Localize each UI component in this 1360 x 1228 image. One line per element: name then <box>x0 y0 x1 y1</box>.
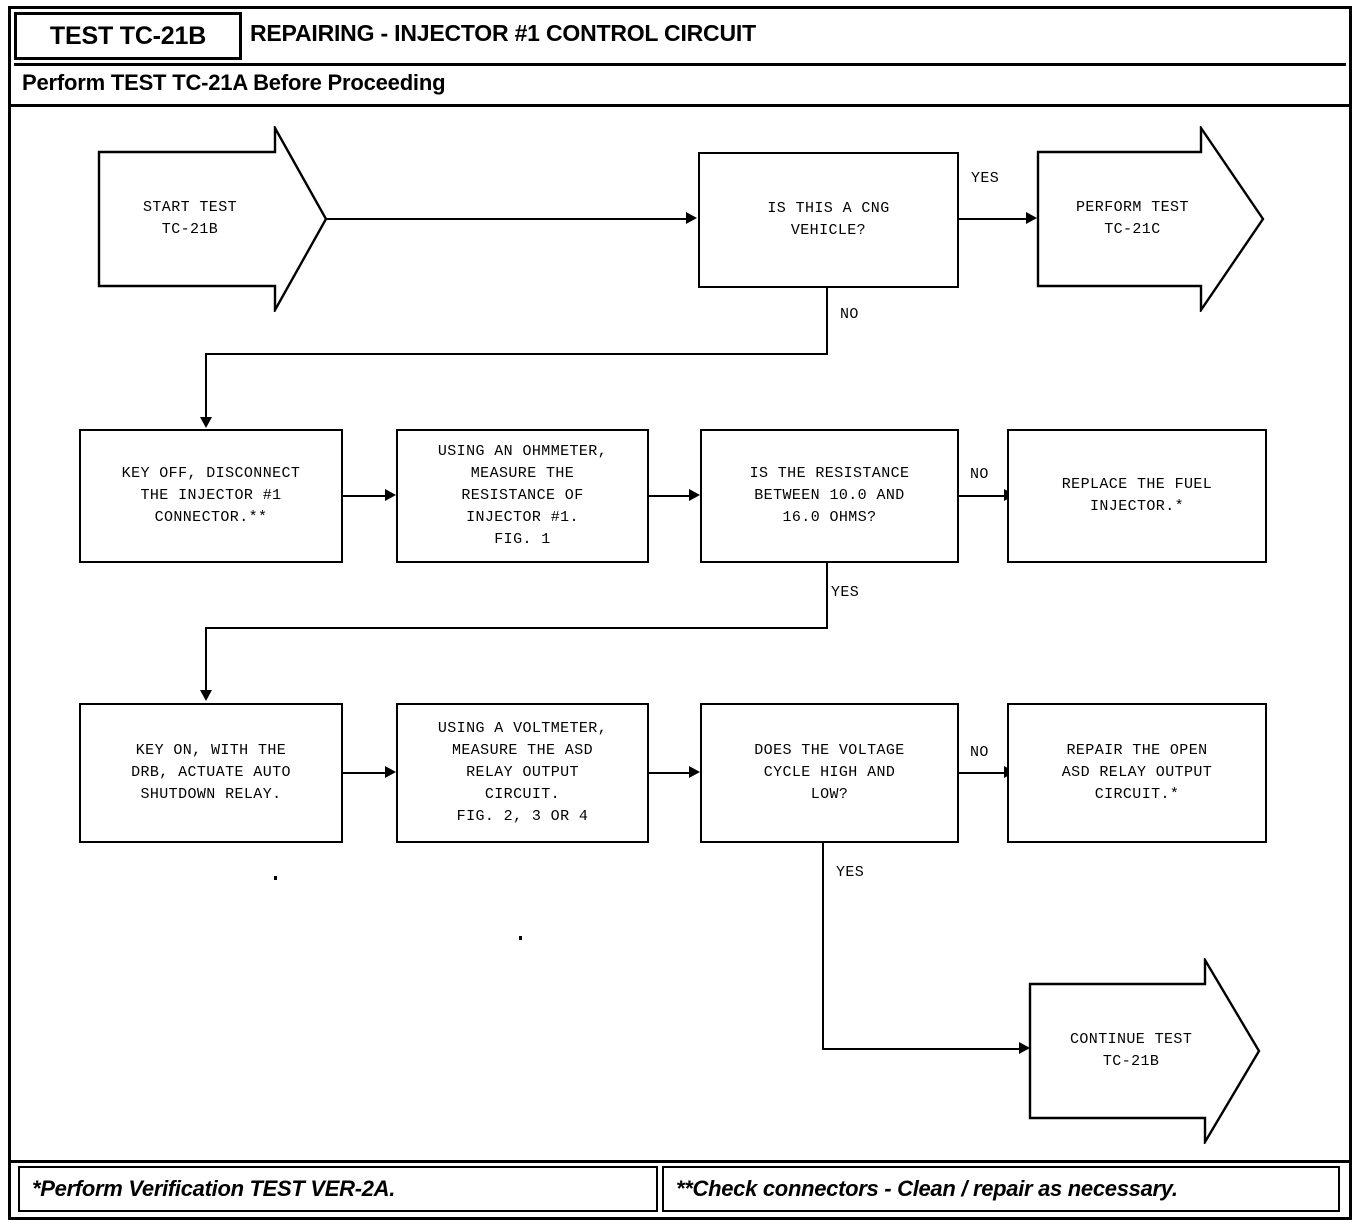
edge-voltmeter-to-voltage <box>649 772 692 774</box>
scan-speck <box>519 936 522 940</box>
edge-voltage-no <box>959 772 1007 774</box>
edge-label-cng-yes: YES <box>971 170 1000 187</box>
node-key-on-label: KEY ON, WITH THE DRB, ACTUATE AUTO SHUTD… <box>131 742 291 803</box>
node-resistance-question[interactable]: IS THE RESISTANCE BETWEEN 10.0 AND 16.0 … <box>700 429 959 563</box>
edge-resistance-yes-arrowhead <box>200 690 212 701</box>
edge-start-to-cng-arrowhead <box>686 212 697 224</box>
node-repair-open[interactable]: REPAIR THE OPEN ASD RELAY OUTPUT CIRCUIT… <box>1007 703 1267 843</box>
footer-note-right: **Check connectors - Clean / repair as n… <box>662 1166 1340 1212</box>
node-replace-injector-label: REPLACE THE FUEL INJECTOR.* <box>1061 476 1213 515</box>
footer-divider <box>11 1160 1349 1163</box>
node-repair-open-label: REPAIR THE OPEN ASD RELAY OUTPUT CIRCUIT… <box>1061 742 1213 803</box>
edge-voltmeter-to-voltage-arrowhead <box>689 766 700 778</box>
node-perform-tc21c[interactable]: PERFORM TEST TC-21C <box>1036 126 1266 312</box>
footer-note-left: *Perform Verification TEST VER-2A. <box>18 1166 658 1212</box>
edge-ohmmeter-to-resistance-arrowhead <box>689 489 700 501</box>
node-ohmmeter-label: USING AN OHMMETER, MEASURE THE RESISTANC… <box>437 443 608 548</box>
test-id-box: TEST TC-21B <box>14 12 242 60</box>
node-key-off[interactable]: KEY OFF, DISCONNECT THE INJECTOR #1 CONN… <box>79 429 343 563</box>
edge-resistance-yes-seg3 <box>205 627 207 692</box>
node-resistance-question-label: IS THE RESISTANCE BETWEEN 10.0 AND 16.0 … <box>749 465 910 526</box>
edge-cng-no-seg1 <box>826 288 828 354</box>
edge-label-resistance-no: NO <box>970 466 989 483</box>
node-cng-question[interactable]: IS THIS A CNG VEHICLE? <box>698 152 959 288</box>
test-id-label: TEST TC-21B <box>49 21 207 50</box>
node-continue-test[interactable]: CONTINUE TEST TC-21B <box>1028 958 1262 1144</box>
page-title: REPAIRING - INJECTOR #1 CONTROL CIRCUIT <box>250 20 756 46</box>
edge-cng-no-seg3 <box>205 353 207 419</box>
node-voltmeter[interactable]: USING A VOLTMETER, MEASURE THE ASD RELAY… <box>396 703 649 843</box>
edge-label-voltage-no: NO <box>970 744 989 761</box>
footer-note-left-label: *Perform Verification TEST VER-2A. <box>32 1176 396 1201</box>
node-key-off-label: KEY OFF, DISCONNECT THE INJECTOR #1 CONN… <box>121 465 301 526</box>
edge-resistance-yes-seg1 <box>826 563 828 628</box>
edge-label-resistance-yes: YES <box>831 584 860 601</box>
edge-voltage-yes-arrowhead <box>1019 1042 1030 1054</box>
edge-voltage-yes-seg2 <box>822 1048 1024 1050</box>
scan-speck <box>274 876 277 880</box>
edge-resistance-yes-seg2 <box>205 627 828 629</box>
edge-cng-no-seg2 <box>205 353 828 355</box>
edge-ohmmeter-to-resistance <box>649 495 692 497</box>
edge-cng-yes-arrowhead <box>1026 212 1037 224</box>
edge-start-to-cng <box>326 218 688 220</box>
edge-voltage-yes-seg1 <box>822 843 824 1049</box>
node-start-test[interactable]: START TEST TC-21B <box>97 126 329 312</box>
edge-cng-no-arrowhead <box>200 417 212 428</box>
node-voltage-question-label: DOES THE VOLTAGE CYCLE HIGH AND LOW? <box>754 742 905 803</box>
edge-cng-yes <box>959 218 1029 220</box>
header-subtitle: Perform TEST TC-21A Before Proceeding <box>22 70 446 95</box>
node-key-on[interactable]: KEY ON, WITH THE DRB, ACTUATE AUTO SHUTD… <box>79 703 343 843</box>
edge-label-voltage-yes: YES <box>836 864 865 881</box>
page-border <box>8 6 1352 1220</box>
edge-keyoff-to-ohmmeter-arrowhead <box>385 489 396 501</box>
node-replace-injector[interactable]: REPLACE THE FUEL INJECTOR.* <box>1007 429 1267 563</box>
node-voltmeter-label: USING A VOLTMETER, MEASURE THE ASD RELAY… <box>437 720 608 825</box>
node-voltage-question[interactable]: DOES THE VOLTAGE CYCLE HIGH AND LOW? <box>700 703 959 843</box>
header-divider-2 <box>11 104 1349 107</box>
node-ohmmeter[interactable]: USING AN OHMMETER, MEASURE THE RESISTANC… <box>396 429 649 563</box>
edge-keyoff-to-ohmmeter <box>343 495 387 497</box>
footer-note-right-label: **Check connectors - Clean / repair as n… <box>676 1176 1178 1201</box>
header-divider-1 <box>14 63 1346 66</box>
edge-label-cng-no: NO <box>840 306 859 323</box>
edge-keyon-to-voltmeter-arrowhead <box>385 766 396 778</box>
edge-keyon-to-voltmeter <box>343 772 387 774</box>
edge-resistance-no <box>959 495 1007 497</box>
node-cng-question-label: IS THIS A CNG VEHICLE? <box>767 200 890 239</box>
